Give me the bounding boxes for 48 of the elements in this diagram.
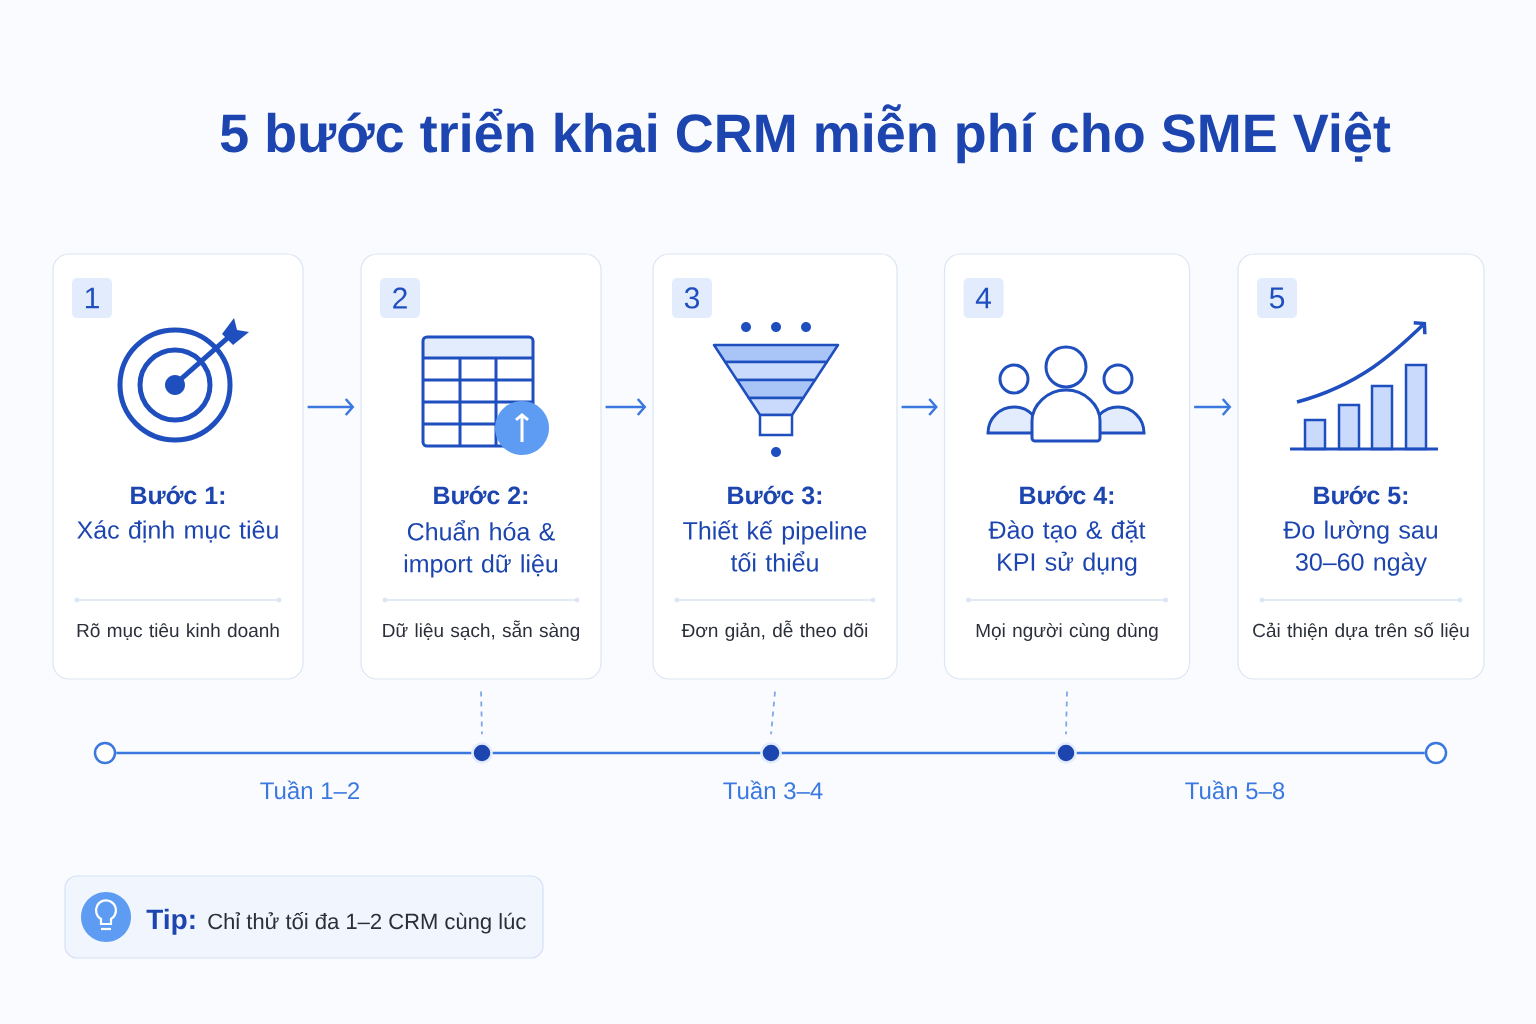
title: 5 bước triển khai CRM miễn phí cho SME Việt	[220, 104, 1391, 164]
connector-line	[480, 690, 483, 736]
step-number: 4	[963, 278, 1004, 318]
step-heading: Bước 5:	[1314, 485, 1408, 505]
step-note: Mọi người cùng dùng	[976, 623, 1158, 641]
connector-line	[1065, 690, 1068, 736]
step-heading: Bước 2:	[434, 485, 528, 505]
step-card	[943, 253, 1191, 680]
connector-line	[1076, 751, 1425, 755]
step-number: 1	[72, 278, 112, 318]
step-number: 2	[380, 278, 420, 318]
connector-line	[770, 690, 776, 736]
step-title: Đào tạo & đặt KPI sử dụng	[988, 520, 1146, 576]
step-heading: Bước 4:	[1020, 485, 1114, 505]
tip-text: Chỉ thử tối đa 1–2 CRM cùng lúc	[208, 912, 526, 934]
tip-box	[64, 875, 544, 959]
step-number: 5	[1257, 278, 1297, 318]
step-card	[652, 253, 898, 680]
step-title: Xác định mục tiêu	[77, 520, 278, 543]
step-note: Dữ liệu sạch, sẵn sàng	[383, 620, 580, 641]
timeline-dot	[1055, 742, 1077, 764]
step-heading: Bước 3:	[728, 485, 822, 505]
timeline-label: Tuần 3–4	[723, 780, 823, 800]
tip-label: Tip:	[146, 908, 195, 935]
connector-line	[116, 751, 472, 755]
timeline-dot	[760, 742, 782, 764]
step-note: Cải thiện dựa trên số liệu	[1253, 622, 1469, 640]
arrow	[901, 398, 938, 416]
step-heading: Bước 1:	[131, 485, 225, 505]
step-number: 3	[672, 278, 712, 318]
step-title: Chuẩn hóa & import dữ liệu	[404, 520, 558, 578]
timeline-label: Tuần 1–2	[260, 780, 360, 800]
arrow	[1194, 398, 1232, 416]
arrow	[605, 398, 647, 416]
step-note: Rõ mục tiêu kinh doanh	[77, 623, 279, 640]
step-title: Đo lường sau 30–60 ngày	[1283, 520, 1437, 576]
arrow	[307, 398, 355, 416]
step-card	[1237, 253, 1485, 680]
step-card	[52, 253, 304, 680]
timeline-dot	[1424, 741, 1448, 765]
connector-line	[492, 751, 761, 755]
timeline-label: Tuần 5–8	[1185, 780, 1285, 800]
step-note: Đơn giản, dễ theo dõi	[681, 620, 868, 641]
timeline-dot	[93, 741, 117, 765]
step-title: Thiết kế pipeline tối thiểu	[683, 520, 867, 572]
timeline-dot	[471, 742, 493, 764]
step-card	[360, 253, 602, 680]
connector-line	[781, 751, 1056, 755]
